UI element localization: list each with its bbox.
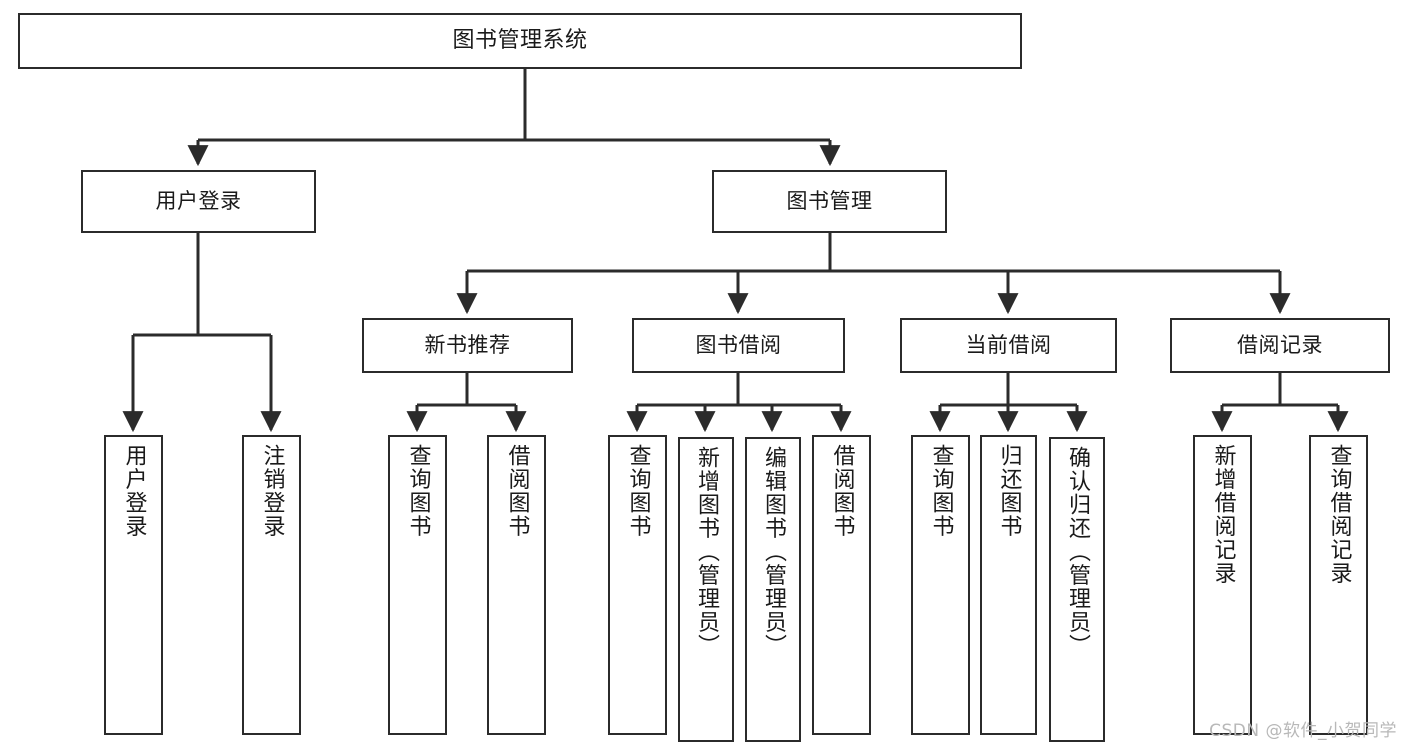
node-leaf-logout[interactable]: 注销登录 xyxy=(242,435,301,735)
node-leaf-add-book-label: 新增图书（管理员） xyxy=(694,446,719,658)
node-book-borrow-label: 图书借阅 xyxy=(695,332,782,357)
node-leaf-confirm-return[interactable]: 确认归还（管理员） xyxy=(1049,437,1105,742)
node-leaf-add-book[interactable]: 新增图书（管理员） xyxy=(678,437,734,742)
node-leaf-query-book-1-label: 查询图书 xyxy=(405,444,431,538)
node-leaf-return-book-label: 归还图书 xyxy=(996,444,1022,538)
node-new-book-rec[interactable]: 新书推荐 xyxy=(362,318,573,373)
node-leaf-logout-label: 注销登录 xyxy=(259,444,285,538)
node-borrow-record[interactable]: 借阅记录 xyxy=(1170,318,1390,373)
node-book-manage[interactable]: 图书管理 xyxy=(712,170,947,233)
node-leaf-confirm-return-label: 确认归还（管理员） xyxy=(1065,446,1090,658)
node-leaf-query-book-3-label: 查询图书 xyxy=(928,444,954,538)
node-leaf-query-book-2-label: 查询图书 xyxy=(625,444,651,538)
node-leaf-query-book-1[interactable]: 查询图书 xyxy=(388,435,447,735)
node-leaf-query-record[interactable]: 查询借阅记录 xyxy=(1309,435,1368,735)
node-leaf-borrow-book-2-label: 借阅图书 xyxy=(829,444,855,538)
node-user-login[interactable]: 用户登录 xyxy=(81,170,316,233)
node-leaf-query-book-3[interactable]: 查询图书 xyxy=(911,435,970,735)
node-root[interactable]: 图书管理系统 xyxy=(18,13,1022,69)
node-leaf-borrow-book-1-label: 借阅图书 xyxy=(504,444,530,538)
node-root-label: 图书管理系统 xyxy=(452,27,588,53)
node-book-manage-label: 图书管理 xyxy=(786,188,873,213)
node-leaf-user-login[interactable]: 用户登录 xyxy=(104,435,163,735)
node-leaf-borrow-book-1[interactable]: 借阅图书 xyxy=(487,435,546,735)
node-leaf-borrow-book-2[interactable]: 借阅图书 xyxy=(812,435,871,735)
node-leaf-query-book-2[interactable]: 查询图书 xyxy=(608,435,667,735)
node-leaf-query-record-label: 查询借阅记录 xyxy=(1326,444,1352,585)
node-new-book-rec-label: 新书推荐 xyxy=(424,332,511,357)
node-book-borrow[interactable]: 图书借阅 xyxy=(632,318,845,373)
node-leaf-add-record[interactable]: 新增借阅记录 xyxy=(1193,435,1252,735)
node-borrow-record-label: 借阅记录 xyxy=(1237,332,1323,357)
node-leaf-add-record-label: 新增借阅记录 xyxy=(1210,444,1236,585)
node-leaf-edit-book[interactable]: 编辑图书（管理员） xyxy=(745,437,801,742)
node-user-login-label: 用户登录 xyxy=(155,188,242,213)
node-current-borrow[interactable]: 当前借阅 xyxy=(900,318,1117,373)
csdn-watermark: CSDN @软件_小贺同学 xyxy=(1209,721,1397,741)
node-leaf-return-book[interactable]: 归还图书 xyxy=(980,435,1037,735)
node-current-borrow-label: 当前借阅 xyxy=(965,332,1052,357)
node-leaf-user-login-label: 用户登录 xyxy=(121,444,147,538)
node-leaf-edit-book-label: 编辑图书（管理员） xyxy=(761,446,786,658)
